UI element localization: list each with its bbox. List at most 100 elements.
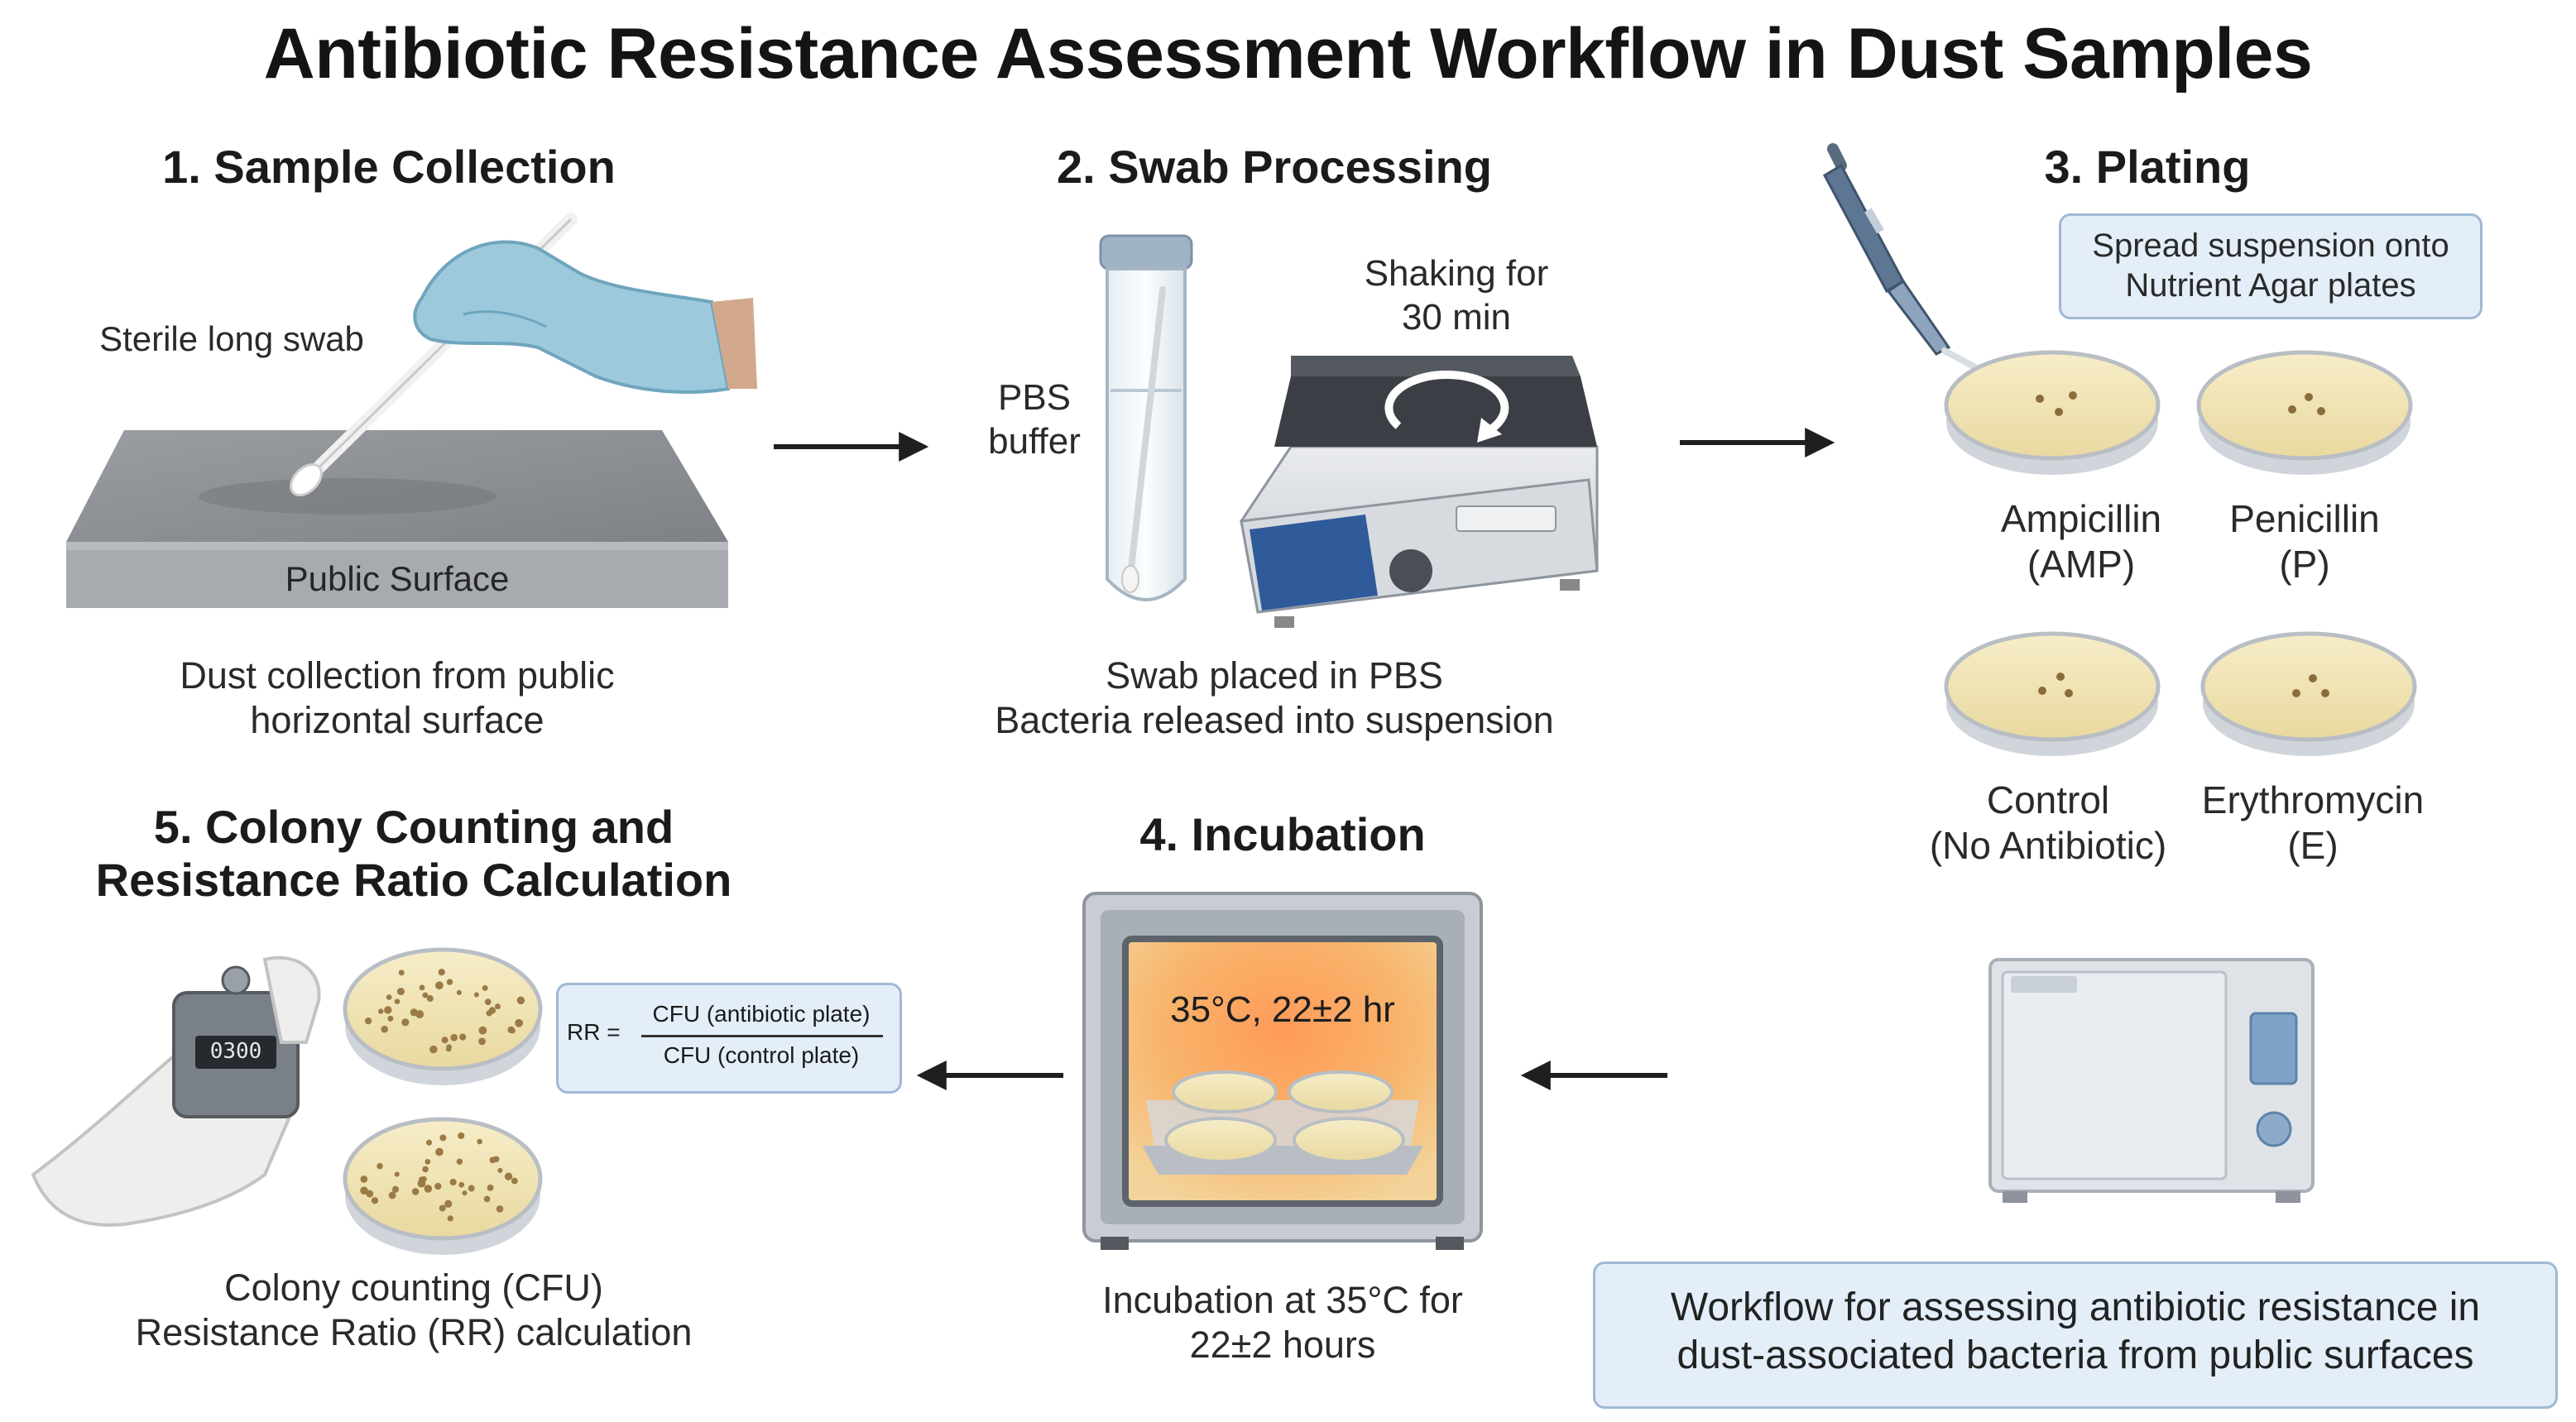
step1-title: 1. Sample Collection bbox=[162, 141, 616, 193]
plate-ampicillin bbox=[1944, 350, 2161, 475]
colony-dot bbox=[384, 1006, 392, 1014]
colony-dot bbox=[438, 969, 445, 976]
colony-dot bbox=[478, 1026, 487, 1035]
plate-label-erythromycin: Erythromycin (E) bbox=[2201, 778, 2425, 868]
colony-dot bbox=[487, 1184, 494, 1191]
plating-note: Spread suspension onto Nutrient Agar pla… bbox=[2092, 227, 2449, 304]
colony-dot bbox=[495, 1003, 501, 1010]
summary-box: Workflow for assessing antibiotic resist… bbox=[1593, 1262, 2558, 1409]
colony-dot bbox=[483, 1195, 491, 1203]
step5-title: 5. Colony Counting and Resistance Ratio … bbox=[95, 801, 732, 907]
colony-dot bbox=[478, 1037, 486, 1046]
rr-formula-numerator: CFU (antibiotic plate) bbox=[652, 1001, 871, 1027]
plating-note-box: Spread suspension onto Nutrient Agar pla… bbox=[2059, 213, 2482, 319]
step2-title: 2. Swab Processing bbox=[1057, 141, 1492, 193]
colony-dot bbox=[422, 1166, 429, 1173]
colony-dot bbox=[473, 992, 479, 998]
colony-dot bbox=[417, 1179, 426, 1188]
plate-penicillin bbox=[2196, 350, 2413, 475]
orbital-shaker-icon bbox=[1240, 356, 1599, 628]
colony-dot bbox=[456, 989, 462, 995]
step4-title: 4. Incubation bbox=[1139, 808, 1426, 860]
colony-dot bbox=[447, 1215, 453, 1222]
colony-dot bbox=[398, 970, 405, 976]
colony-dots bbox=[360, 969, 525, 1222]
surface-label: Public Surface bbox=[285, 559, 510, 598]
shaking-label: Shaking for 30 min bbox=[1364, 253, 1549, 338]
plate-label-ampicillin: Ampicillin (AMP) bbox=[2000, 497, 2162, 587]
colony-dot bbox=[492, 1156, 500, 1163]
colony-dot bbox=[458, 1132, 465, 1139]
colony-dot bbox=[411, 1188, 420, 1195]
colony-dot bbox=[391, 1185, 400, 1193]
counting-plate-lower bbox=[343, 1117, 543, 1255]
colony-dot bbox=[422, 992, 429, 998]
colony-dot bbox=[496, 1205, 504, 1213]
colony-dot bbox=[462, 1190, 468, 1196]
colony-dot bbox=[396, 988, 405, 996]
counting-plate-upper bbox=[343, 947, 543, 1085]
colony-dot bbox=[425, 1139, 433, 1146]
colony-dot bbox=[515, 1018, 524, 1027]
colony-dot bbox=[439, 1134, 447, 1142]
colony-dot bbox=[419, 984, 425, 991]
counter-display: 0300 bbox=[209, 1039, 262, 1064]
colony-dot bbox=[477, 1138, 482, 1145]
gloved-hand-icon bbox=[290, 213, 757, 496]
colony-dot bbox=[458, 1181, 465, 1188]
colony-dot bbox=[434, 981, 444, 990]
colony-dot bbox=[456, 1158, 463, 1165]
colony-dot bbox=[381, 1025, 388, 1033]
step3-title: 3. Plating bbox=[2044, 141, 2251, 193]
rr-formula-fraction-bar bbox=[641, 1035, 883, 1037]
colony-dot bbox=[435, 1147, 444, 1156]
rr-formula-denominator: CFU (control plate) bbox=[663, 1042, 860, 1068]
incubator-open-icon bbox=[1082, 892, 1483, 1250]
colony-dot bbox=[444, 1199, 453, 1208]
incubator-display: 35°C, 22±2 hr bbox=[1170, 989, 1395, 1030]
colony-dot bbox=[434, 1182, 442, 1190]
colony-dot bbox=[366, 1190, 374, 1198]
colony-dot bbox=[441, 1037, 449, 1044]
colony-dot bbox=[426, 995, 434, 1003]
rr-formula-lhs: RR = bbox=[567, 1019, 621, 1045]
colony-dot bbox=[360, 1186, 368, 1195]
colony-dot bbox=[468, 1185, 475, 1192]
colony-dot bbox=[450, 1033, 458, 1041]
pbs-buffer-label: PBS buffer bbox=[988, 377, 1081, 462]
colony-dot bbox=[516, 996, 525, 1005]
colony-dot bbox=[509, 1027, 516, 1034]
colony-dot bbox=[377, 1162, 383, 1170]
public-surface-slab bbox=[66, 430, 728, 608]
colony-dot bbox=[511, 1177, 518, 1185]
colony-dot bbox=[484, 998, 492, 1006]
rr-formula-box: RR = CFU (antibiotic plate) CFU (control… bbox=[556, 983, 902, 1094]
plate-control bbox=[1944, 631, 2161, 756]
colony-dot bbox=[439, 1204, 446, 1212]
plate-erythromycin bbox=[2200, 631, 2417, 756]
colony-dot bbox=[360, 1175, 368, 1183]
step1-caption: Dust collection from public horizontal s… bbox=[180, 654, 615, 741]
colony-dot bbox=[445, 1046, 452, 1052]
colony-dot bbox=[506, 1173, 513, 1180]
summary-text: Workflow for assessing antibiotic resist… bbox=[1670, 1286, 2481, 1377]
incubator-closed-icon bbox=[1988, 958, 2315, 1203]
plate-label-control: Control (No Antibiotic) bbox=[1929, 778, 2167, 868]
step5-caption: Colony counting (CFU) Resistance Ratio (… bbox=[135, 1266, 693, 1353]
colony-counter-hand-icon bbox=[31, 955, 321, 1227]
colony-dot bbox=[364, 1017, 372, 1025]
colony-dot bbox=[488, 1007, 496, 1014]
swab-label: Sterile long swab bbox=[99, 319, 364, 358]
colony-dot bbox=[424, 1185, 433, 1193]
colony-dot bbox=[394, 998, 401, 1004]
plate-label-penicillin: Penicillin (P) bbox=[2229, 497, 2380, 587]
colony-dot bbox=[459, 1033, 467, 1041]
colony-dot bbox=[378, 1008, 384, 1014]
colony-dot bbox=[371, 1197, 379, 1204]
colony-dot bbox=[386, 994, 392, 1000]
pbs-tube-icon bbox=[1099, 234, 1193, 601]
colony-dot bbox=[387, 1015, 394, 1022]
colony-dot bbox=[482, 984, 488, 991]
